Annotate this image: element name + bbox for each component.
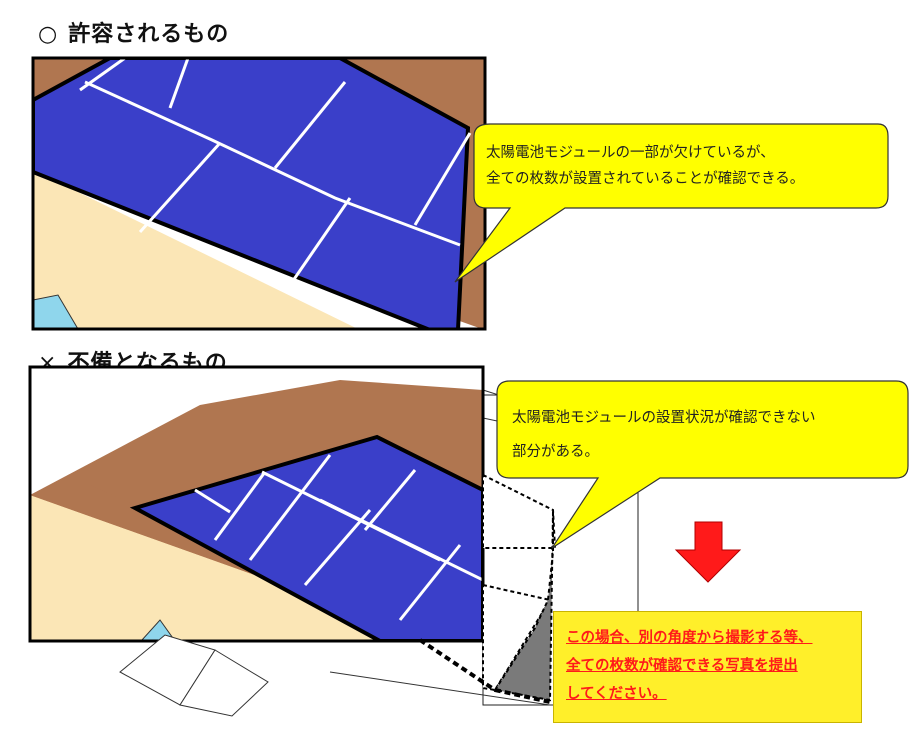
callout-text-defective: 太陽電池モジュールの設置状況が確認できない 部分がある。 <box>512 405 815 465</box>
callout-bubble-allowed <box>454 123 889 283</box>
callout-allowed-line2: 全ての枚数が設置されていることが確認できる。 <box>486 171 805 187</box>
solar-panels <box>129 434 483 641</box>
solar-panels <box>33 58 471 329</box>
callout-defective-line1: 太陽電池モジュールの設置状況が確認できない <box>512 410 816 426</box>
circle-mark-icon: ○ <box>38 22 59 47</box>
house-wall <box>33 170 358 329</box>
down-arrow-icon <box>674 521 742 583</box>
panel-grid <box>79 58 472 289</box>
callout-text-allowed: 太陽電池モジュールの一部が欠けているが、 全ての枚数が設置されていることが確認で… <box>486 140 804 192</box>
notice-line3: してください。 <box>566 686 667 702</box>
hidden-panel-outline <box>482 473 557 549</box>
hidden-panel-shaded <box>493 511 554 702</box>
heading-allowed-title: 許容されるもの <box>68 22 230 47</box>
panel-grid <box>194 454 483 621</box>
callout-defective-line2: 部分がある。 <box>512 444 599 460</box>
allowed-photo <box>31 56 487 331</box>
defective-photo <box>28 365 641 717</box>
notice-box: この場合、別の角度から撮影する等、 全ての枚数が確認できる写真を提出 してくださ… <box>553 611 862 723</box>
hidden-panel-outline <box>482 583 552 692</box>
notice-line1: この場合、別の角度から撮影する等、 <box>566 630 813 646</box>
heading-allowed: ○ 許容されるもの <box>38 16 229 48</box>
callout-bubble-defective <box>496 380 909 549</box>
window <box>33 294 79 329</box>
callout-allowed-line1: 太陽電池モジュールの一部が欠けているが、 <box>486 145 775 161</box>
notice-line2: 全ての枚数が確認できる写真を提出 <box>566 658 798 674</box>
